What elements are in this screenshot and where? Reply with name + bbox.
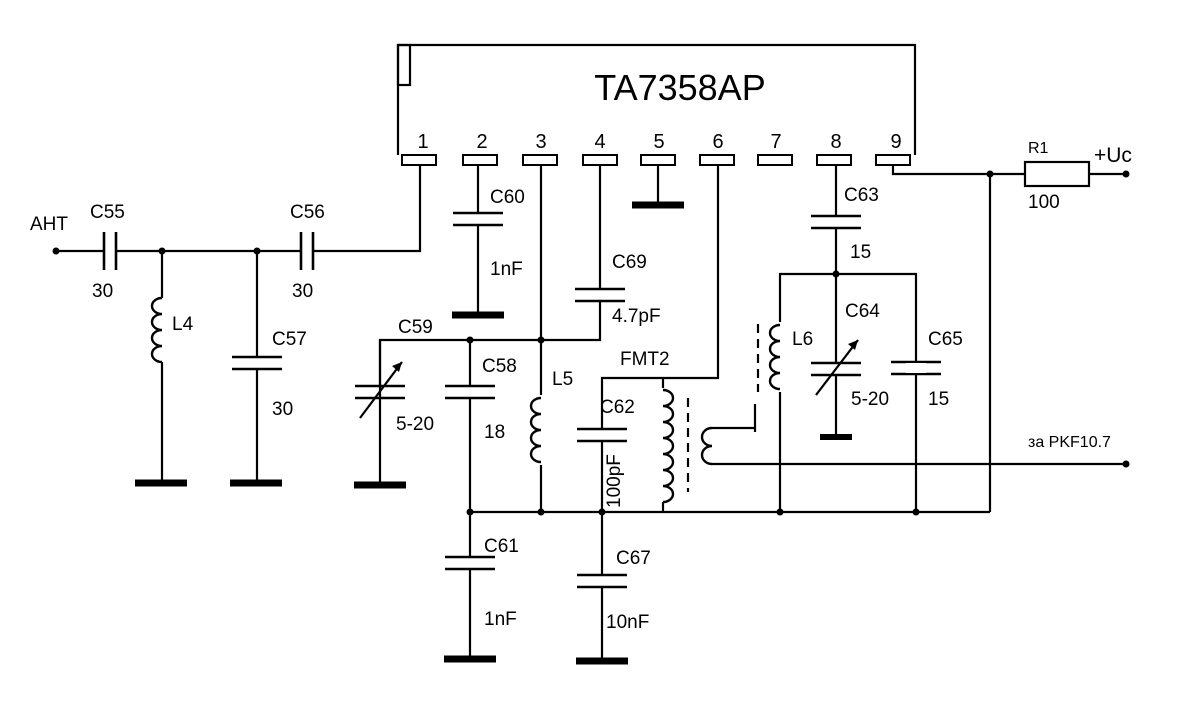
pin-6-pad — [699, 154, 735, 166]
inductor-l6: L6 — [756, 322, 813, 392]
variable-capacitor-c59: C59 5-20 — [354, 317, 434, 489]
capacitor-c61: C61 1nF — [444, 536, 519, 663]
c60-value: 1nF — [490, 259, 523, 280]
pin-7-pad — [757, 154, 793, 166]
pin-number: 7 — [770, 131, 781, 153]
antenna-input: АНТ — [30, 214, 103, 255]
c65-ref: C65 — [928, 329, 963, 350]
pin-9-pad — [875, 154, 911, 166]
capacitor-c58: C58 18 — [445, 340, 517, 556]
transformer-fmt2: FMT2 за PKF10.7 — [620, 349, 1130, 512]
c65-value: 15 — [928, 389, 949, 410]
capacitor-c60: C60 1nF — [452, 165, 525, 319]
c69-ref: C69 — [612, 252, 647, 273]
capacitor-c62: C62 100pF — [577, 397, 635, 574]
c58-value: 18 — [484, 422, 505, 443]
c59-value: 5-20 — [396, 414, 434, 435]
supply-branch: R1 100 +Uc — [891, 140, 1132, 512]
pin-number: 8 — [830, 131, 841, 153]
c57-ref: C57 — [272, 329, 307, 350]
l5-ref: L5 — [552, 369, 573, 390]
ic-pins: 1 2 3 4 5 6 7 8 9 — [401, 131, 911, 166]
c63-value: 15 — [850, 242, 871, 263]
pin-8-pad — [816, 154, 852, 166]
capacitor-c67: C67 10nF — [576, 548, 651, 665]
pin-3-pad — [522, 154, 558, 166]
capacitor-c65: C65 15 — [891, 329, 963, 410]
ic-notch — [396, 43, 412, 87]
c67-ref: C67 — [616, 548, 651, 569]
ic-name: TA7358AP — [594, 67, 765, 108]
pin-1-pad — [401, 154, 437, 166]
c56-value: 30 — [292, 281, 313, 302]
ic-ta7358ap: TA7358AP 1 2 3 4 5 6 7 8 9 — [396, 43, 917, 166]
c61-value: 1nF — [484, 609, 517, 630]
c62-ref: C62 — [600, 397, 635, 418]
pin-number: 9 — [890, 131, 901, 153]
capacitor-c55: C55 30 — [90, 202, 125, 302]
pin-number: 2 — [476, 131, 487, 153]
antenna-label: АНТ — [30, 214, 68, 235]
pin-number: 3 — [535, 131, 546, 153]
c58-ref: C58 — [482, 356, 517, 377]
pin-2-pad — [462, 154, 498, 166]
l4-ref: L4 — [172, 314, 194, 335]
supply-terminal-label: +Uc — [1094, 144, 1132, 167]
c55-value: 30 — [92, 281, 113, 302]
inductor-l5: L5 — [529, 369, 573, 465]
pin-4-pad — [582, 154, 618, 166]
pin-number: 1 — [417, 131, 428, 153]
pin-5-pad — [640, 154, 676, 166]
c57-value: 30 — [272, 399, 293, 420]
c55-ref: C55 — [90, 202, 125, 223]
c67-value: 10nF — [606, 612, 649, 633]
pin-number: 4 — [594, 131, 605, 153]
l6-ref: L6 — [792, 329, 813, 350]
c64-ref: C64 — [845, 301, 880, 322]
c61-ref: C61 — [484, 536, 519, 557]
inductor-l4: L4 — [135, 251, 194, 487]
pin-number: 5 — [653, 131, 664, 153]
c69-value: 4.7pF — [612, 306, 661, 327]
r1-value: 100 — [1028, 192, 1060, 213]
c56-ref: C56 — [290, 202, 325, 223]
c63-ref: C63 — [844, 185, 879, 206]
c60-ref: C60 — [490, 187, 525, 208]
pin-number: 6 — [712, 131, 723, 153]
r1-ref: R1 — [1028, 140, 1049, 157]
resistor-r1 — [1023, 160, 1091, 188]
c62-value: 100pF — [604, 454, 625, 508]
capacitor-c63: C63 15 — [811, 165, 879, 274]
capacitor-c57: C57 30 — [230, 251, 307, 487]
c59-ref: C59 — [398, 317, 433, 338]
fmt2-ref: FMT2 — [620, 349, 670, 370]
output-label: за PKF10.7 — [1028, 434, 1111, 451]
capacitor-c69: C69 4.7pF — [378, 165, 661, 484]
c64-value: 5-20 — [851, 389, 889, 410]
variable-capacitor-c64: C64 5-20 — [811, 274, 889, 440]
